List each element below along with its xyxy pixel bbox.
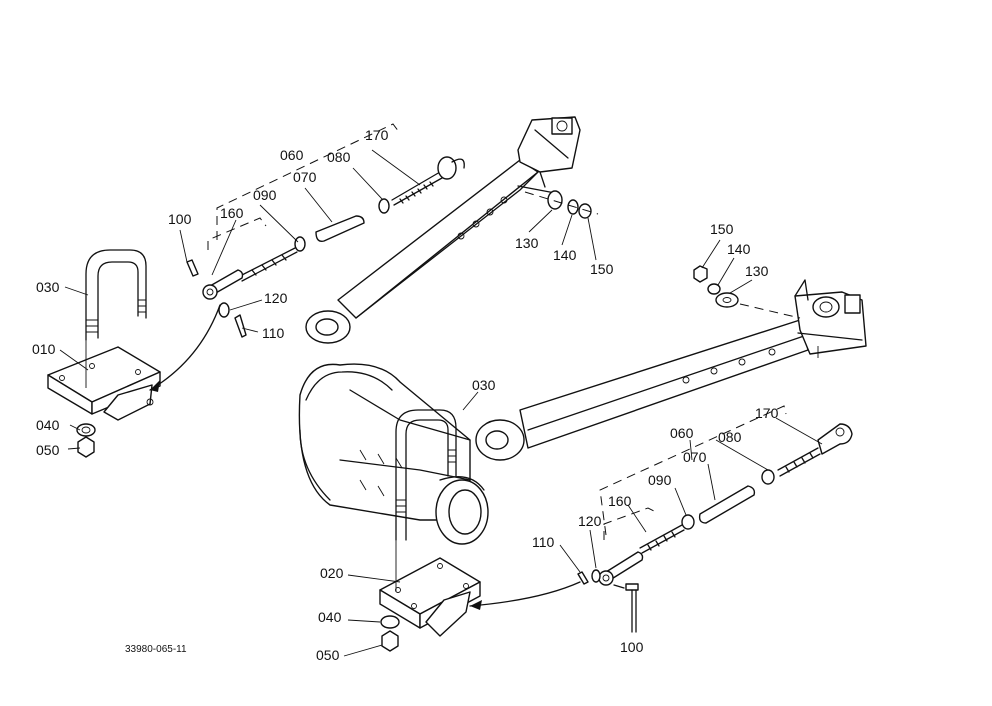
part-labels: 030 010 040 050 100 160 090 070 060 080 … (32, 127, 779, 663)
label-120-upper: 120 (264, 290, 288, 306)
label-060-lower: 060 (670, 425, 694, 441)
label-110-lower: 110 (532, 534, 555, 550)
label-100-upper: 100 (168, 211, 192, 227)
label-110-upper: 110 (262, 325, 285, 341)
rear-axle-housing (298, 363, 489, 545)
label-080-upper: 080 (327, 149, 351, 165)
label-070-lower: 070 (683, 449, 707, 465)
label-130-upper: 130 (515, 235, 539, 251)
label-130-lower: 130 (745, 263, 769, 279)
label-070-upper: 070 (293, 169, 317, 185)
label-150-upper: 150 (590, 261, 614, 277)
label-160-lower: 160 (608, 493, 632, 509)
label-060-upper: 060 (280, 147, 304, 163)
label-150-lower: 150 (710, 221, 734, 237)
label-160-upper: 160 (220, 205, 244, 221)
label-040-upper: 040 (36, 417, 60, 433)
lower-pin-hardware (693, 265, 801, 319)
drawing-code: 33980-065-11 (125, 644, 187, 655)
label-090-upper: 090 (253, 187, 277, 203)
label-140-upper: 140 (553, 247, 577, 263)
label-120-lower: 120 (578, 513, 602, 529)
label-170-upper: 170 (365, 127, 389, 143)
lower-check-chain (469, 423, 853, 633)
label-020: 020 (320, 565, 344, 581)
label-080-lower: 080 (718, 429, 742, 445)
leader-lines (59, 149, 823, 657)
lower-lower-link-arm (475, 279, 867, 461)
upper-check-chain (186, 156, 465, 338)
label-050-lower: 050 (316, 647, 340, 663)
label-140-lower: 140 (727, 241, 751, 257)
label-010: 010 (32, 341, 56, 357)
label-030-lower: 030 (472, 377, 496, 393)
label-050-upper: 050 (36, 442, 60, 458)
upper-pin-hardware (524, 190, 599, 219)
lower-bracket (379, 540, 481, 652)
upper-lower-link-arm (305, 116, 581, 344)
label-100-lower: 100 (620, 639, 644, 655)
label-030-upper: 030 (36, 279, 60, 295)
label-170-lower: 170 (755, 405, 779, 421)
label-090-lower: 090 (648, 472, 672, 488)
left-bracket (47, 249, 221, 458)
label-040-lower: 040 (318, 609, 342, 625)
